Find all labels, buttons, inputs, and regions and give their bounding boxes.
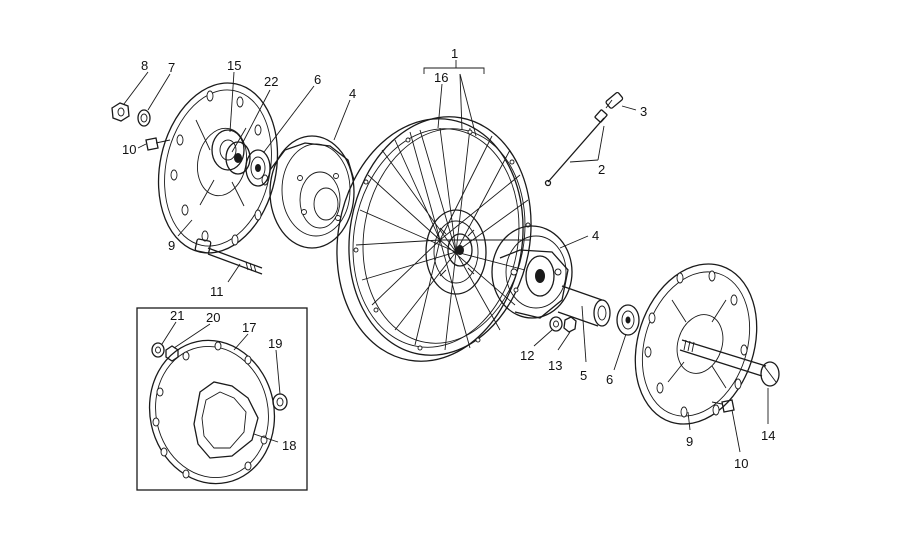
- callout-11: 11: [210, 284, 224, 299]
- callout-10-right: 10: [734, 456, 748, 471]
- small-nuts-right: [549, 316, 577, 333]
- callout-13: 13: [548, 358, 562, 373]
- right-brake-disc: [634, 263, 758, 425]
- callout-18: 18: [282, 438, 296, 453]
- callout-4-left: 4: [349, 86, 356, 101]
- nut-washer-bolt-left: [111, 102, 171, 151]
- valve-part: [605, 91, 624, 109]
- left-long-bolt: [194, 238, 263, 275]
- right-bearing: [616, 304, 640, 336]
- callout-9-left: 9: [168, 238, 175, 253]
- callout-19: 19: [268, 336, 282, 351]
- callout-20: 20: [206, 310, 220, 325]
- callout-7: 7: [168, 60, 175, 75]
- callout-9-right: 9: [686, 434, 693, 449]
- inset-nut-washer: [151, 342, 179, 362]
- callout-21: 21: [170, 308, 184, 323]
- callout-17: 17: [242, 320, 256, 335]
- callout-16: 16: [434, 70, 448, 85]
- callout-15: 15: [227, 58, 241, 73]
- left-hub-flange: [211, 129, 251, 175]
- callout-4-right: 4: [592, 228, 599, 243]
- left-bearing: [245, 149, 271, 187]
- callout-1: 1: [451, 46, 458, 61]
- inset-brake-disc: [148, 339, 276, 485]
- callout-6-right: 6: [606, 372, 613, 387]
- wheel-axle: [679, 339, 780, 387]
- right-hub-flange: [491, 225, 573, 319]
- leader-lines: [123, 60, 769, 453]
- callout-8: 8: [141, 58, 148, 73]
- left-brake-hub-cover: [269, 135, 355, 249]
- spacer-tube: [557, 285, 611, 327]
- callout-2: 2: [598, 162, 605, 177]
- bolt-right: [711, 399, 735, 413]
- callout-10-left: 10: [122, 142, 136, 157]
- spoke-and-nipple: [544, 109, 608, 187]
- callout-14: 14: [761, 428, 775, 443]
- callout-3: 3: [640, 104, 647, 119]
- callout-labels: 1 16 2 3 8 7 15 22 6 4 10 9 11 4 12 13 5…: [122, 46, 775, 471]
- callout-12: 12: [520, 348, 534, 363]
- callout-6-left: 6: [314, 72, 321, 87]
- spoked-wheel: [336, 116, 532, 362]
- callout-5: 5: [580, 368, 587, 383]
- callout-22: 22: [264, 74, 278, 89]
